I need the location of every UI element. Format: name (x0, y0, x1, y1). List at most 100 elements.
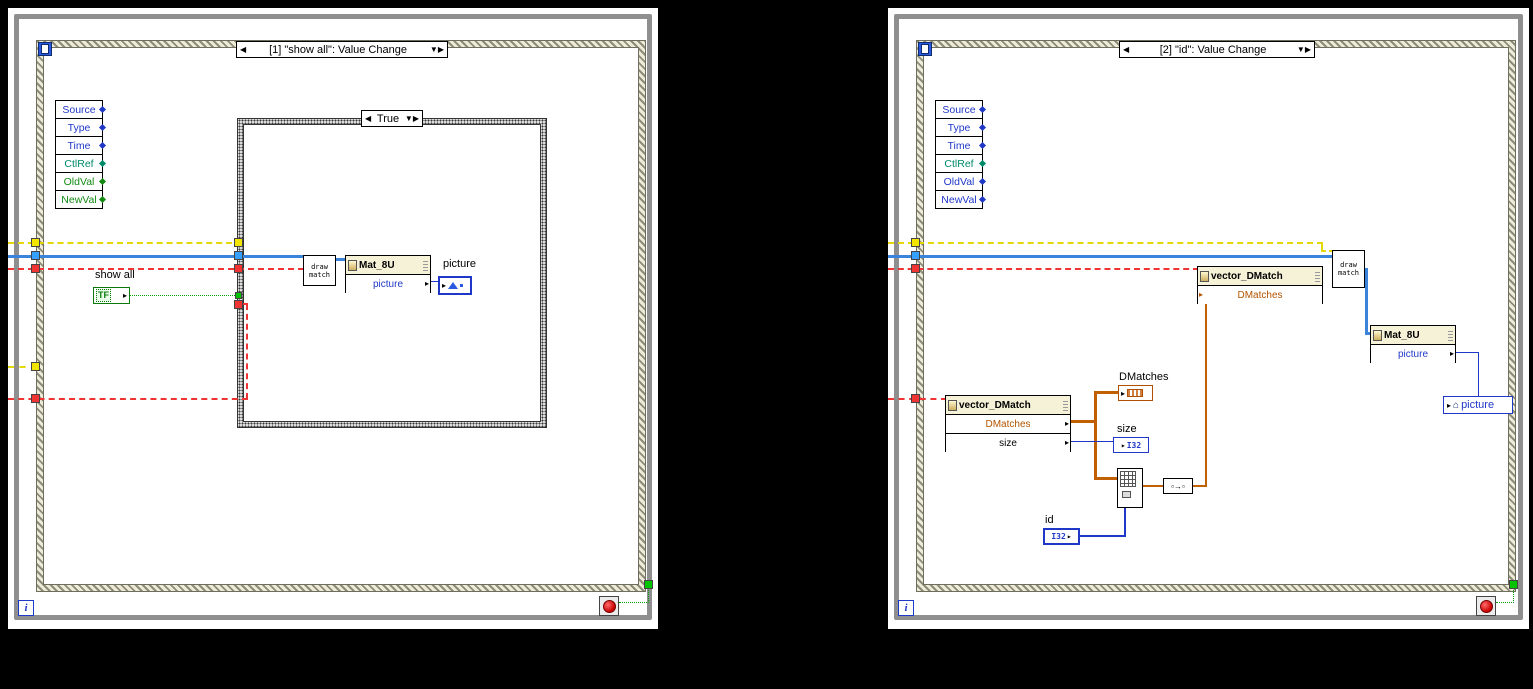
prev-case-arrow-icon[interactable]: ◀ (365, 113, 372, 123)
dmatches-array-indicator-terminal[interactable]: ▸ (1118, 385, 1153, 401)
mat-ref-wire[interactable] (888, 255, 1334, 258)
picture-property-row[interactable]: picture ▸ (1371, 345, 1455, 363)
tunnel-mat-ref[interactable] (31, 251, 40, 260)
next-case-arrow-icon[interactable]: ▶ (1304, 44, 1311, 54)
tunnel-class-2[interactable] (911, 394, 920, 403)
mat8u-property-node[interactable]: Mat_8U picture ▸ (1370, 325, 1456, 363)
draw-match-node[interactable]: draw match (1332, 250, 1365, 288)
prev-case-arrow-icon[interactable]: ◀ (240, 44, 247, 54)
case-dropdown-icon[interactable]: ▼ (1296, 44, 1305, 54)
class-wire[interactable] (8, 268, 304, 270)
class-wire-stub[interactable] (239, 303, 248, 305)
event-timeout-terminal-icon[interactable] (38, 42, 52, 56)
event-data-source[interactable]: Source (936, 101, 987, 118)
event-structure[interactable] (916, 40, 1516, 592)
picture-wire-vertical[interactable] (1478, 352, 1479, 396)
draw-match-node[interactable]: draw match (303, 255, 336, 286)
class-wire-lower[interactable] (8, 398, 248, 400)
vector-dmatch-header[interactable]: vector_DMatch (946, 396, 1070, 415)
picture-wire[interactable] (1456, 352, 1479, 353)
error-wire[interactable] (888, 242, 1323, 244)
event-data-ctlref[interactable]: CtlRef (56, 154, 107, 172)
event-data-newval[interactable]: NewVal (936, 190, 987, 208)
event-data-node[interactable]: Source Type Time CtlRef OldVal NewVal (935, 100, 987, 209)
next-case-arrow-icon[interactable]: ▶ (412, 113, 419, 123)
dmatches-output-row[interactable]: DMatches ▸ (946, 415, 1070, 433)
picture-indicator-terminal[interactable]: ▸ (438, 276, 472, 295)
event-data-oldval[interactable]: OldVal (56, 172, 107, 190)
dmatch-element-wire[interactable] (1143, 485, 1163, 487)
dmatches-input-row[interactable]: ▸ DMatches (1198, 286, 1322, 304)
mat-ref-wire-short[interactable] (336, 258, 345, 261)
dmatches-wire-to-index[interactable] (1094, 477, 1118, 480)
event-data-source[interactable]: Source (56, 101, 107, 118)
case-tunnel-class-2[interactable] (234, 300, 243, 309)
stop-button[interactable] (599, 596, 619, 616)
mat-ref-wire-stub[interactable] (1365, 332, 1372, 335)
iteration-terminal[interactable]: i (898, 600, 914, 616)
vector-dmatch-node-top[interactable]: vector_DMatch ▸ DMatches (1197, 266, 1323, 304)
picture-wire[interactable] (431, 281, 439, 282)
picture-property-row[interactable]: picture ▸ (346, 275, 430, 293)
boolean-wire[interactable] (130, 295, 237, 296)
dmatch-element-convert-node[interactable]: ▫→▫ (1163, 478, 1193, 494)
vector-dmatch-header[interactable]: vector_DMatch (1198, 267, 1322, 286)
dmatch-element-wire-vertical[interactable] (1205, 304, 1207, 486)
event-timeout-terminal-icon[interactable] (918, 42, 932, 56)
show-all-boolean-terminal[interactable]: TF ▸ (93, 287, 130, 304)
id-wire-vertical[interactable] (1124, 508, 1126, 536)
stop-wire-vertical[interactable] (1513, 585, 1514, 603)
prev-case-arrow-icon[interactable]: ◀ (1123, 44, 1130, 54)
event-data-time[interactable]: Time (56, 136, 107, 154)
mat-ref-wire-vertical[interactable] (1365, 268, 1368, 334)
case-tunnel-mat-ref[interactable] (234, 251, 243, 260)
event-data-type[interactable]: Type (936, 118, 987, 136)
dmatches-wire-vertical[interactable] (1094, 391, 1097, 480)
tunnel-error[interactable] (31, 238, 40, 247)
mat-ref-wire[interactable] (8, 255, 304, 258)
event-data-oldval[interactable]: OldVal (936, 172, 987, 190)
size-indicator-terminal[interactable]: ▸ I32 (1113, 437, 1149, 453)
stop-wire-horizontal[interactable] (1496, 602, 1514, 603)
next-case-arrow-icon[interactable]: ▶ (437, 44, 444, 54)
case-tunnel-boolean[interactable] (235, 292, 242, 299)
while-loop-border[interactable] (894, 14, 1523, 620)
class-wire-vertical[interactable] (246, 304, 248, 399)
size-wire[interactable] (1071, 441, 1113, 442)
dmatches-wire-to-indicator[interactable] (1094, 391, 1119, 394)
event-data-type[interactable]: Type (56, 118, 107, 136)
event-data-ctlref[interactable]: CtlRef (936, 154, 987, 172)
class-wire[interactable] (888, 268, 1199, 270)
error-wire-stub[interactable] (1321, 250, 1334, 252)
size-output-row[interactable]: size ▸ (946, 433, 1070, 452)
mat8u-property-node[interactable]: Mat_8U picture ▸ (345, 255, 431, 293)
tunnel-mat-ref[interactable] (911, 251, 920, 260)
event-data-node[interactable]: Source Type Time CtlRef OldVal NewVal (55, 100, 107, 209)
dmatch-element-wire-2[interactable] (1193, 485, 1207, 487)
loop-tunnel-stop[interactable] (644, 580, 653, 589)
id-control-terminal[interactable]: I32 ▸ (1043, 528, 1080, 545)
event-data-time[interactable]: Time (936, 136, 987, 154)
tunnel-class[interactable] (911, 264, 920, 273)
event-data-newval[interactable]: NewVal (56, 190, 107, 208)
picture-indicator-terminal[interactable]: ▸ ⌂ picture (1443, 396, 1513, 414)
tunnel-error[interactable] (911, 238, 920, 247)
error-wire-branch[interactable] (8, 366, 37, 368)
case-tunnel-class[interactable] (234, 264, 243, 273)
dmatches-wire[interactable] (1071, 420, 1097, 423)
tunnel-class[interactable] (31, 264, 40, 273)
tunnel-class-2[interactable] (31, 394, 40, 403)
while-loop-border[interactable] (14, 14, 652, 620)
loop-tunnel-stop[interactable] (1509, 580, 1518, 589)
case-dropdown-icon[interactable]: ▼ (429, 44, 438, 54)
iteration-terminal[interactable]: i (18, 600, 34, 616)
case-dropdown-icon[interactable]: ▼ (404, 113, 413, 123)
index-array-node[interactable] (1117, 468, 1143, 508)
stop-button[interactable] (1476, 596, 1496, 616)
id-wire[interactable] (1080, 535, 1126, 537)
vector-dmatch-node-bottom[interactable]: vector_DMatch DMatches ▸ size ▸ (945, 395, 1071, 452)
error-wire[interactable] (8, 242, 242, 244)
error-wire-vertical[interactable] (1321, 242, 1323, 252)
mat8u-node-header[interactable]: Mat_8U (346, 256, 430, 275)
mat8u-node-header[interactable]: Mat_8U (1371, 326, 1455, 345)
